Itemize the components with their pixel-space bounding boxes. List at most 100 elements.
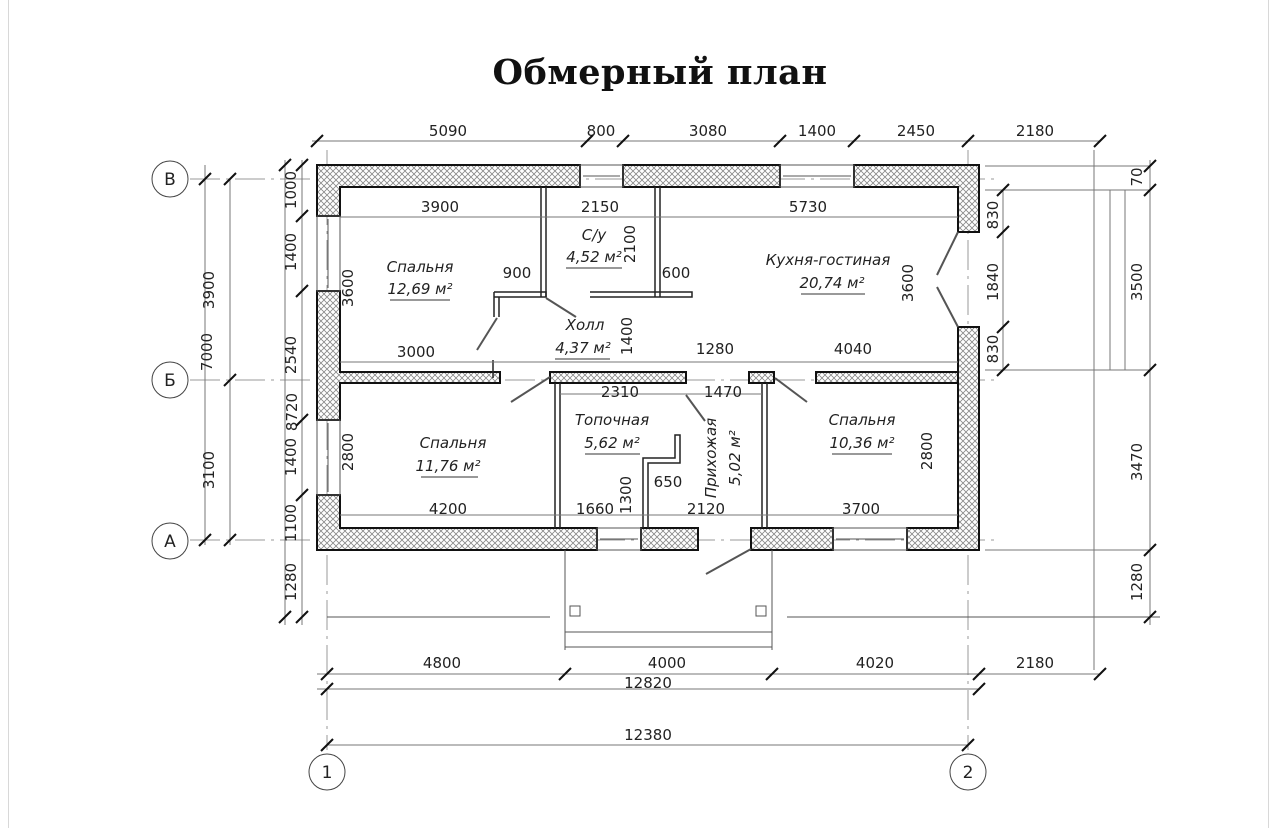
dimension-tick (616, 134, 630, 148)
svg-text:11,76 м²: 11,76 м² (415, 457, 480, 475)
svg-text:Прихожая: Прихожая (702, 418, 720, 498)
svg-text:2540: 2540 (282, 336, 300, 374)
svg-text:3700: 3700 (842, 500, 880, 518)
axis-bubble-v: В (151, 160, 189, 198)
svg-text:800: 800 (587, 122, 616, 140)
dimension-tick (961, 738, 975, 752)
svg-text:Топочная: Топочная (575, 411, 649, 429)
interior-partitions (492, 187, 768, 528)
svg-text:3900: 3900 (200, 271, 218, 309)
svg-text:4,52 м²: 4,52 м² (566, 248, 622, 266)
dimension-tick (1143, 363, 1157, 377)
room-label-kitchen-living: Кухня-гостиная 20,74 м² (766, 251, 890, 295)
page-border-right (1268, 0, 1269, 828)
svg-text:2100: 2100 (621, 225, 639, 263)
svg-text:2120: 2120 (687, 500, 725, 518)
axis-bubble-b: Б (151, 361, 189, 399)
svg-text:2150: 2150 (581, 198, 619, 216)
porch (327, 550, 1160, 650)
svg-text:1840: 1840 (984, 263, 1002, 301)
svg-text:3600: 3600 (339, 269, 357, 307)
svg-text:Холл: Холл (565, 316, 605, 334)
svg-text:1280: 1280 (1128, 563, 1146, 601)
svg-text:Спальня: Спальня (829, 411, 896, 429)
dimension-tick (1143, 183, 1157, 197)
dimension-tick (320, 682, 334, 696)
dimension-tick (1143, 610, 1157, 624)
dimension-tick (295, 413, 309, 427)
svg-text:12380: 12380 (624, 726, 672, 744)
svg-text:650: 650 (654, 473, 683, 491)
svg-text:8720: 8720 (283, 393, 301, 431)
axis-bubble-1: 1 (308, 753, 346, 791)
svg-text:4020: 4020 (856, 654, 894, 672)
page-border-left (8, 0, 9, 828)
dimension-tick (223, 373, 237, 387)
svg-text:1470: 1470 (704, 383, 742, 401)
door-leaves (476, 231, 959, 575)
svg-text:7000: 7000 (198, 333, 216, 371)
svg-text:2: 2 (963, 763, 974, 783)
svg-text:1660: 1660 (576, 500, 614, 518)
room-label-bedroom-3: Спальня 10,36 м² (829, 411, 896, 455)
dimension-tick (972, 682, 986, 696)
svg-text:1400: 1400 (798, 122, 836, 140)
dimension-tick (847, 134, 861, 148)
svg-text:5090: 5090 (429, 122, 467, 140)
svg-text:600: 600 (662, 264, 691, 282)
dimension-labels: 5090 800 3080 1400 2450 2180 3900 2150 5… (198, 122, 1146, 744)
dimension-tick (320, 667, 334, 681)
svg-text:1100: 1100 (282, 504, 300, 542)
windows (316, 164, 908, 551)
svg-text:1280: 1280 (282, 563, 300, 601)
dimension-tick (996, 363, 1010, 377)
dimension-tick (1093, 134, 1107, 148)
room-label-boiler-room: Топочная 5,62 м² (575, 411, 649, 455)
dimension-tick (1093, 667, 1107, 681)
svg-text:Б: Б (164, 371, 176, 391)
dimension-tick (278, 158, 292, 172)
svg-text:3600: 3600 (899, 264, 917, 302)
dimension-ticks (198, 134, 1157, 752)
room-label-hallway: Прихожая 5,02 м² (702, 418, 744, 498)
dimension-tick (773, 134, 787, 148)
svg-text:С/у: С/у (582, 226, 608, 244)
svg-text:12,69 м²: 12,69 м² (387, 280, 452, 298)
svg-text:1400: 1400 (282, 438, 300, 476)
svg-text:4200: 4200 (429, 500, 467, 518)
svg-text:830: 830 (984, 201, 1002, 230)
dimension-tick (223, 533, 237, 547)
svg-text:2180: 2180 (1016, 654, 1054, 672)
dimension-tick (295, 610, 309, 624)
svg-text:2800: 2800 (339, 433, 357, 471)
axis-bubble-2: 2 (949, 753, 987, 791)
dimension-tick (198, 533, 212, 547)
svg-text:2310: 2310 (601, 383, 639, 401)
dimension-tick (580, 134, 594, 148)
svg-text:20,74 м²: 20,74 м² (799, 274, 864, 292)
svg-text:2180: 2180 (1016, 122, 1054, 140)
dimension-tick (996, 225, 1010, 239)
svg-text:Кухня-гостиная: Кухня-гостиная (766, 251, 890, 269)
dimension-tick (320, 738, 334, 752)
svg-text:3080: 3080 (689, 122, 727, 140)
svg-text:1: 1 (322, 763, 333, 783)
svg-text:Спальня: Спальня (387, 258, 454, 276)
terrace (985, 150, 1150, 670)
svg-text:5,02 м²: 5,02 м² (726, 430, 744, 486)
svg-text:А: А (164, 532, 176, 552)
room-label-bedroom-1: Спальня 12,69 м² (387, 258, 454, 301)
svg-text:В: В (164, 170, 176, 190)
room-label-bedroom-2: Спальня 11,76 м² (415, 434, 486, 478)
svg-text:1400: 1400 (282, 233, 300, 271)
dimension-tick (765, 667, 779, 681)
dimension-tick (996, 320, 1010, 334)
plan-title: Обмерный план (492, 52, 828, 93)
dimension-tick (295, 488, 309, 502)
dimension-tick (310, 134, 324, 148)
svg-text:2800: 2800 (918, 432, 936, 470)
svg-text:1300: 1300 (617, 476, 635, 514)
dimension-tick (996, 183, 1010, 197)
dimension-tick (295, 158, 309, 172)
dimension-tick (278, 610, 292, 624)
